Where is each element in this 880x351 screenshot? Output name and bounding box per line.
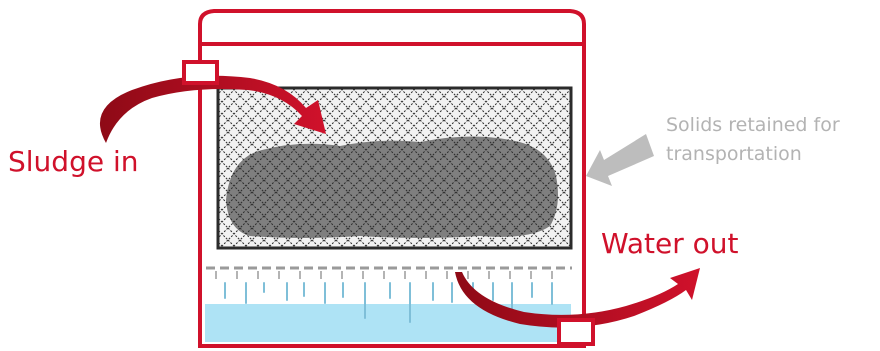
water-out-label: Water out [601, 227, 739, 260]
water-out-arrow [455, 268, 700, 328]
container-lid [198, 9, 586, 46]
inlet-port [182, 60, 219, 85]
drain-drips [224, 282, 553, 323]
solids-label-line2: transportation [666, 143, 802, 165]
solids-label-line1: Solids retained for [666, 114, 840, 136]
sludge-in-arrow [99, 75, 326, 143]
solids-retained-arrow [586, 134, 654, 186]
sludge-in-label: Sludge in [8, 145, 139, 178]
perforated-plate [206, 266, 572, 279]
filter-bag [216, 86, 573, 250]
outlet-port [557, 318, 595, 346]
